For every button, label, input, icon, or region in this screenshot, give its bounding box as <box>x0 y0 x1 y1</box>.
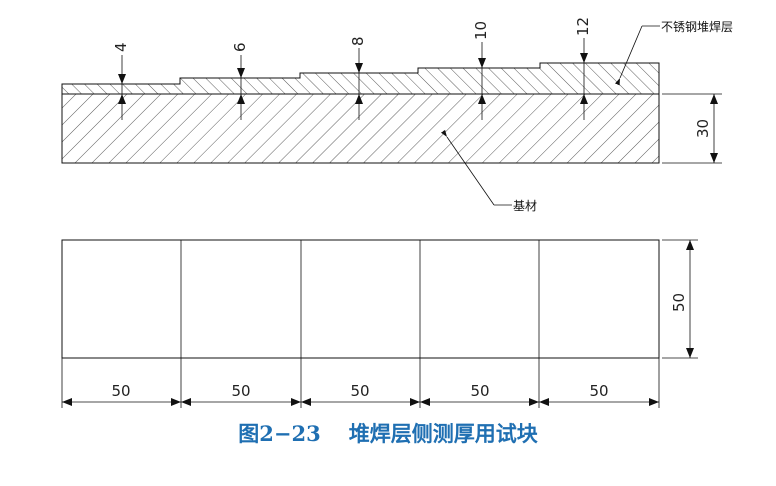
figure-caption: 图2−23 堆焊层侧测厚用试块 <box>0 418 776 448</box>
thickness-mark-6: 6 <box>231 42 249 120</box>
thickness-mark-8: 8 <box>349 36 367 120</box>
width-dimension-2: 50 <box>181 382 301 406</box>
width-label-2: 50 <box>231 382 250 400</box>
width-label-4: 50 <box>470 382 489 400</box>
height-dimension-50: 50 <box>662 239 698 359</box>
width-dimension-3: 50 <box>301 382 420 406</box>
width-dimension-5: 50 <box>539 382 659 406</box>
width-label-3: 50 <box>350 382 369 400</box>
height-label-30: 30 <box>694 119 712 138</box>
height-label-50: 50 <box>670 293 688 312</box>
thickness-mark-4: 4 <box>112 42 130 120</box>
thickness-label-12: 12 <box>574 17 592 36</box>
overlay-layer <box>61 62 660 95</box>
height-dimension-30: 30 <box>662 93 722 164</box>
thickness-label-10: 10 <box>472 21 490 40</box>
thickness-label-6: 6 <box>231 42 249 52</box>
width-dimension-1: 50 <box>62 382 181 406</box>
thickness-label-4: 4 <box>112 42 130 52</box>
caption-number: 图2−23 <box>238 421 321 446</box>
base-metal <box>61 93 660 164</box>
section-view: 4 6 8 10 12 不锈钢堆 <box>61 17 733 213</box>
base-leader: 基材 <box>440 129 537 213</box>
plan-outline <box>61 239 660 359</box>
thickness-label-8: 8 <box>349 36 367 46</box>
plan-view: 50 50 50 50 50 50 <box>61 239 698 408</box>
caption-title: 堆焊层侧测厚用试块 <box>348 421 538 446</box>
width-dimension-4: 50 <box>420 382 539 406</box>
width-label-5: 50 <box>589 382 608 400</box>
overlay-label: 不锈钢堆焊层 <box>661 19 733 34</box>
overlay-leader: 不锈钢堆焊层 <box>614 19 733 86</box>
thickness-mark-12: 12 <box>574 17 592 120</box>
width-label-1: 50 <box>111 382 130 400</box>
base-label: 基材 <box>513 199 537 213</box>
thickness-mark-10: 10 <box>472 21 490 120</box>
